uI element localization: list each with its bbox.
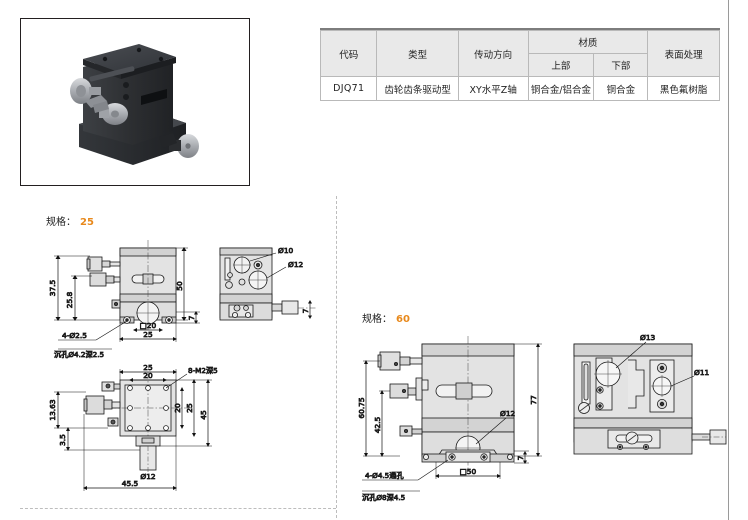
product-photo <box>21 19 249 185</box>
cell-surface: 黑色氟树脂 <box>647 76 720 101</box>
th-drive-direction: 传动方向 <box>457 30 529 77</box>
dim-25-w25: 25 <box>143 330 153 339</box>
spec-label-25: 规格： 25 <box>46 213 94 228</box>
dim-25-top-w20: 20 <box>143 371 153 380</box>
th-code: 代码 <box>319 30 378 77</box>
horizontal-dashed-divider <box>20 508 336 509</box>
page-right-rule <box>728 0 729 520</box>
dim-60-v425: 42.5 <box>373 416 382 433</box>
cell-material-lower: 铜合金 <box>593 76 649 101</box>
spec-label-60-text: 规格： <box>362 314 392 325</box>
dim-25-v258: 25.8 <box>65 291 74 308</box>
cell-material-upper: 铜合金/铝合金 <box>527 76 595 101</box>
dim-25-top-h20: 20 <box>173 403 182 413</box>
drawing-spec-60: Ø12 77 7 60 <box>357 330 730 510</box>
dim-60-v6075: 60.75 <box>357 397 366 418</box>
drawing-spec-25: 50 7 37.5 25.8 <box>24 232 324 492</box>
th-material-upper: 上部 <box>527 53 595 77</box>
dim-25-top-d12: Ø12 <box>140 472 155 481</box>
vertical-dashed-divider <box>336 196 337 518</box>
dim-60-d11: Ø11 <box>694 368 710 377</box>
dim-60-d13: Ø13 <box>640 333 656 342</box>
dim-25-top-35: 3.5 <box>58 434 67 446</box>
dim-60-h7: 7 <box>516 455 525 460</box>
th-material: 材质 <box>527 30 649 54</box>
dim-25-d12: Ø12 <box>288 260 303 269</box>
dim-25-top-h25: 25 <box>185 403 194 413</box>
note-25-tapped: 8-M2深5 <box>188 366 218 375</box>
note-60-hole: 4-Ø4.5通孔 <box>365 471 404 480</box>
table-row: DJQ71 齿轮齿条驱动型 XY水平Z轴 铜合金/铝合金 铜合金 黑色氟树脂 <box>319 76 720 101</box>
th-surface: 表面处理 <box>647 30 720 77</box>
dim-25-h7: 7 <box>187 315 196 320</box>
note-25-counterbore: 沉孔Ø4.2深2.5 <box>54 350 104 359</box>
spec-label-25-text: 规格： <box>46 217 76 228</box>
note-25-hole: 4-Ø2.5 <box>62 331 87 340</box>
dim-25-top-w25: 25 <box>143 363 153 372</box>
dim-25-h50: 50 <box>175 281 184 291</box>
cell-type: 齿轮齿条驱动型 <box>376 76 459 101</box>
dim-25-sq20: □20 <box>140 321 157 330</box>
th-material-lower: 下部 <box>593 53 649 77</box>
cell-code: DJQ71 <box>319 76 378 101</box>
spec-value-60: 60 <box>396 314 410 325</box>
table-header-row-1: 代码 类型 传动方向 材质 表面处理 <box>319 30 720 77</box>
specification-table: 代码 类型 传动方向 材质 表面处理 上部 下部 DJQ71 齿轮齿条驱动型 X… <box>319 30 720 101</box>
dim-25-v375: 37.5 <box>48 279 57 296</box>
product-photo-box <box>20 18 250 186</box>
th-type: 类型 <box>376 30 459 77</box>
table-top-rule <box>320 28 720 30</box>
note-60-counterbore: 沉孔Ø8深4.5 <box>362 493 405 502</box>
spec-value-25: 25 <box>80 217 94 228</box>
dim-25-top-455: 45.5 <box>122 479 139 488</box>
spec-label-60: 规格： 60 <box>362 310 410 325</box>
dim-25-top-h45: 45 <box>199 410 208 420</box>
dim-25-side-h7: 7 <box>301 308 310 313</box>
dim-60-d12: Ø12 <box>500 409 515 418</box>
cell-drive-direction: XY水平Z轴 <box>457 76 529 101</box>
dim-60-sq50: □50 <box>460 467 477 476</box>
dim-60-h77: 77 <box>529 395 538 405</box>
dim-25-top-1363: 13.63 <box>48 399 57 420</box>
dim-25-d10: Ø10 <box>278 246 294 255</box>
